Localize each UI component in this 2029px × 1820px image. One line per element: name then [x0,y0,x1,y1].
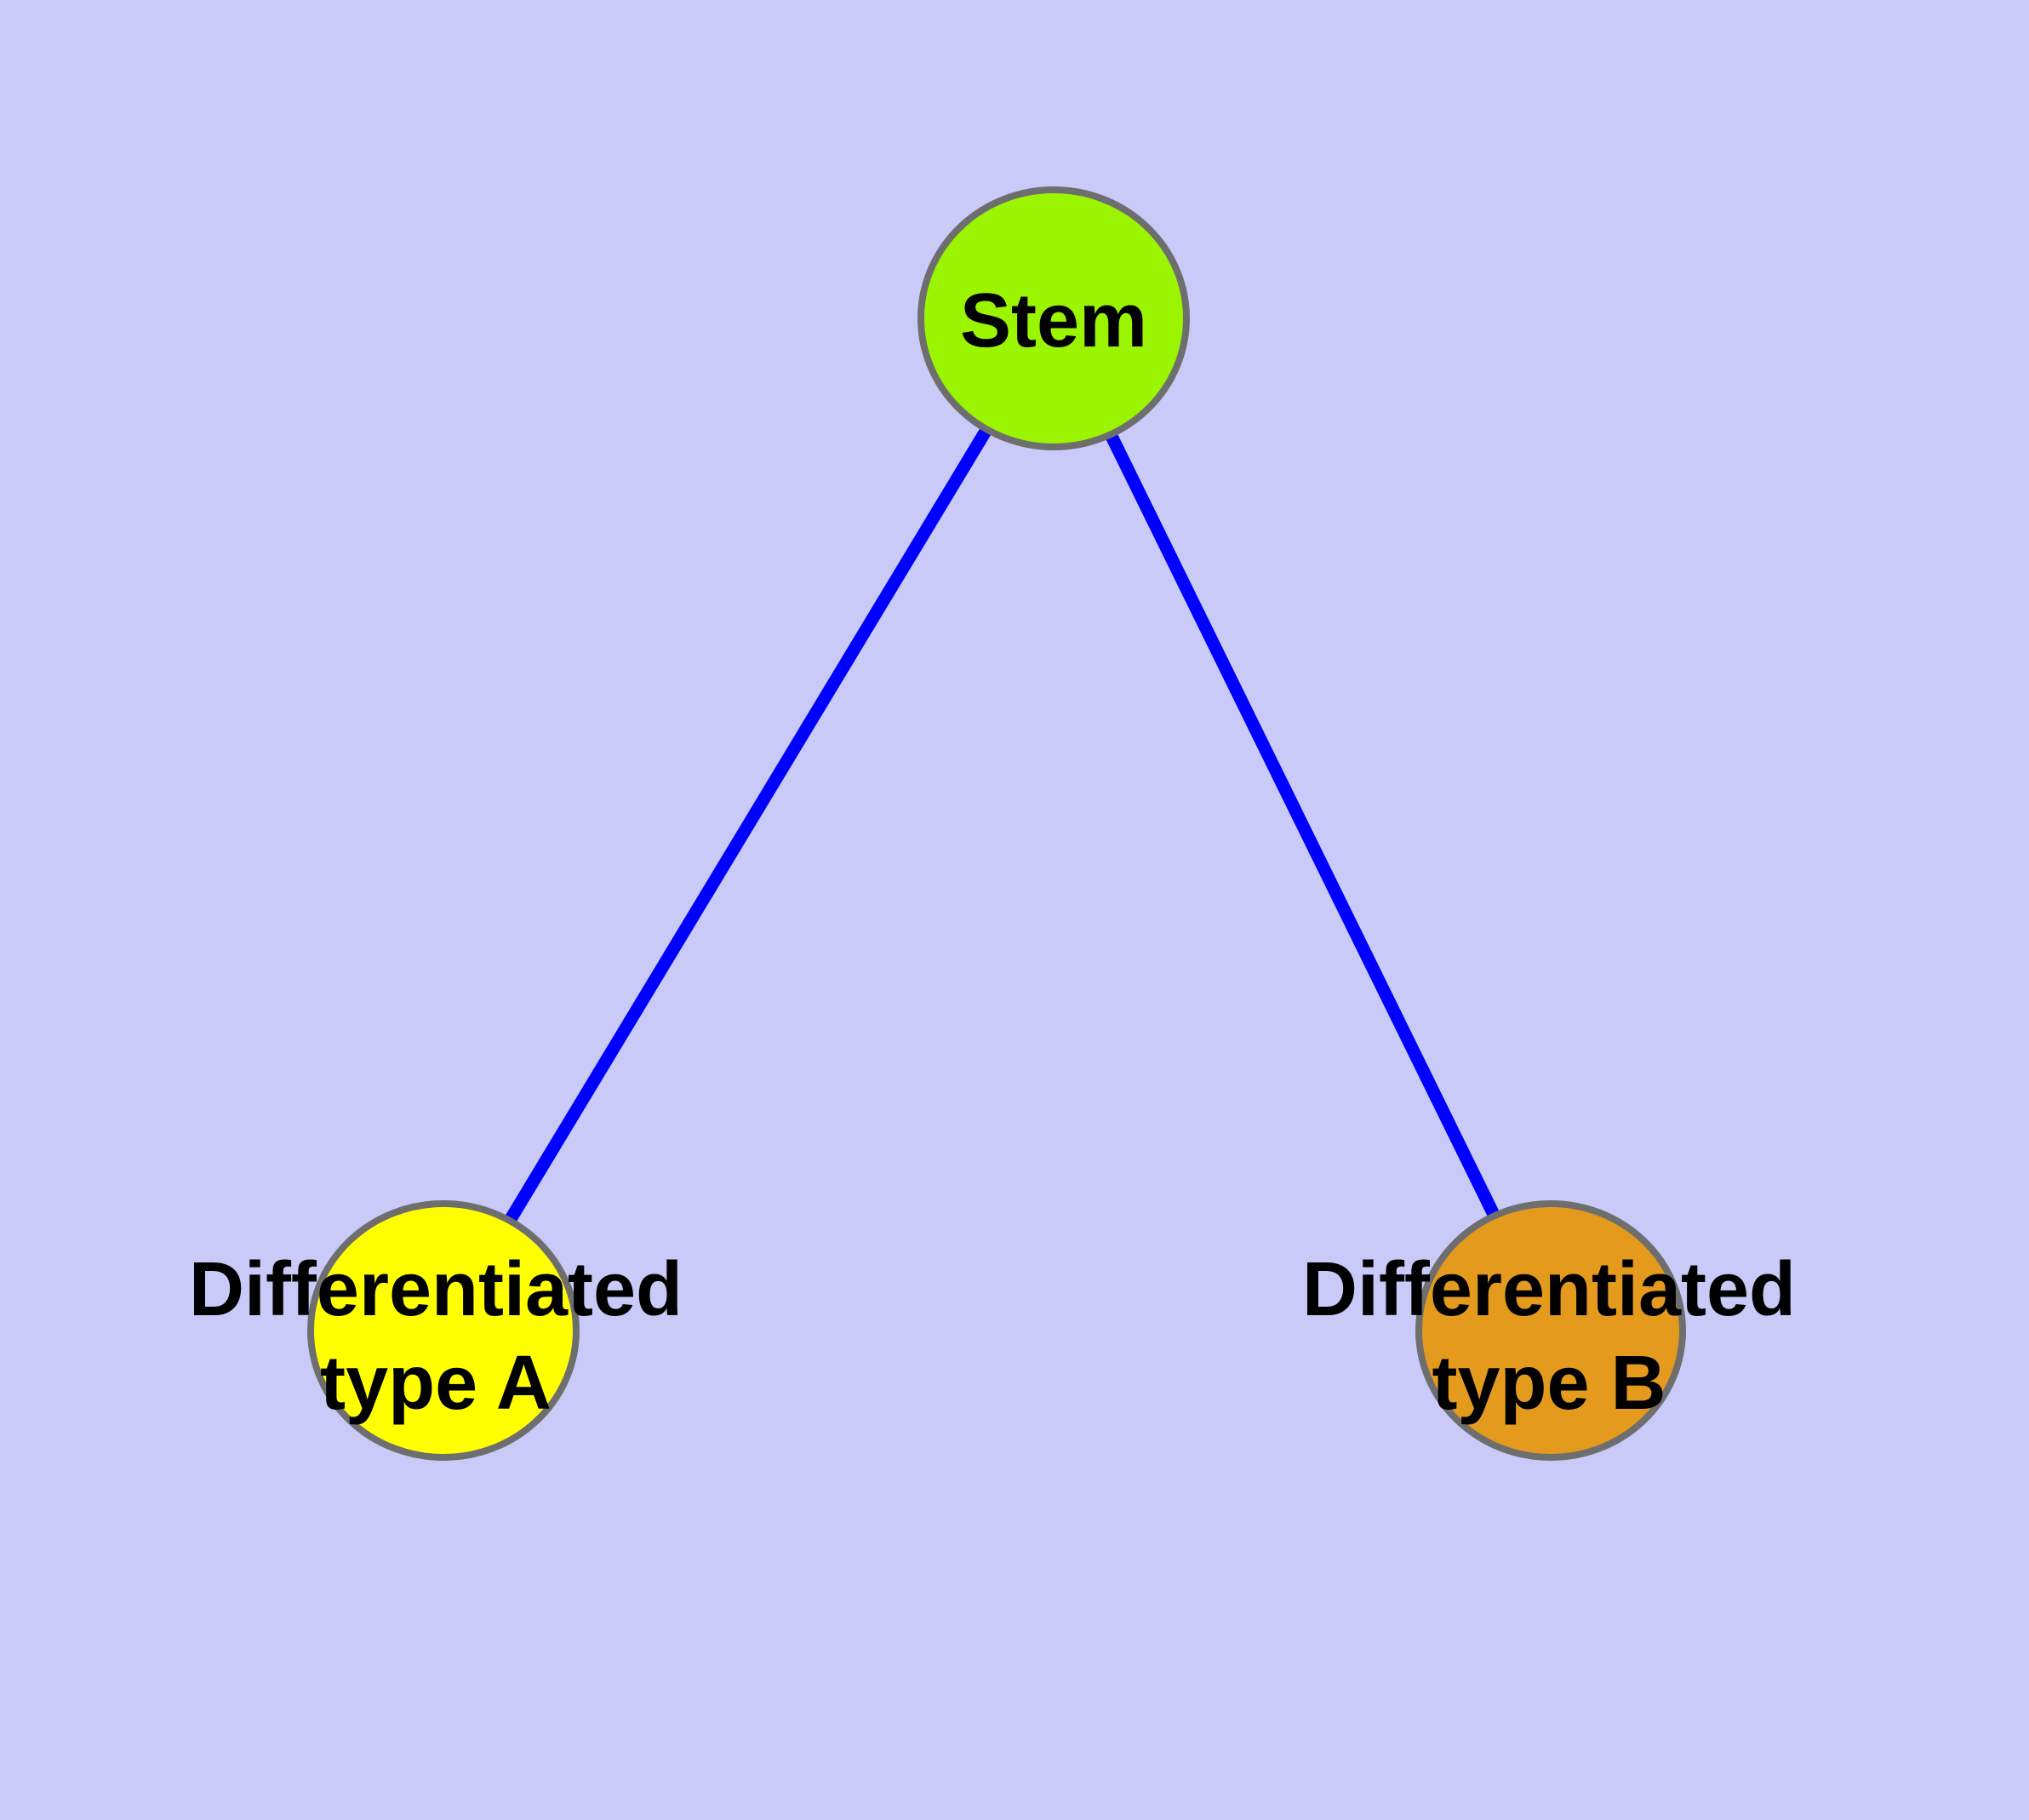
node-differentiated-type-b [1415,1200,1686,1461]
node-type-b-label-line1: Differentiated [1302,1247,1796,1332]
edge-stem-to-type-a [437,315,1060,1334]
edge-stem-to-type-b [1048,315,1557,1334]
node-type-b-label-line2: type B [1432,1341,1666,1426]
node-type-a-label-line1: Differentiated [189,1247,683,1332]
node-differentiated-type-a [307,1200,580,1461]
node-type-a-label-line2: type A [320,1341,552,1426]
node-stem-label: Stem [960,278,1147,363]
node-stem [917,186,1190,450]
